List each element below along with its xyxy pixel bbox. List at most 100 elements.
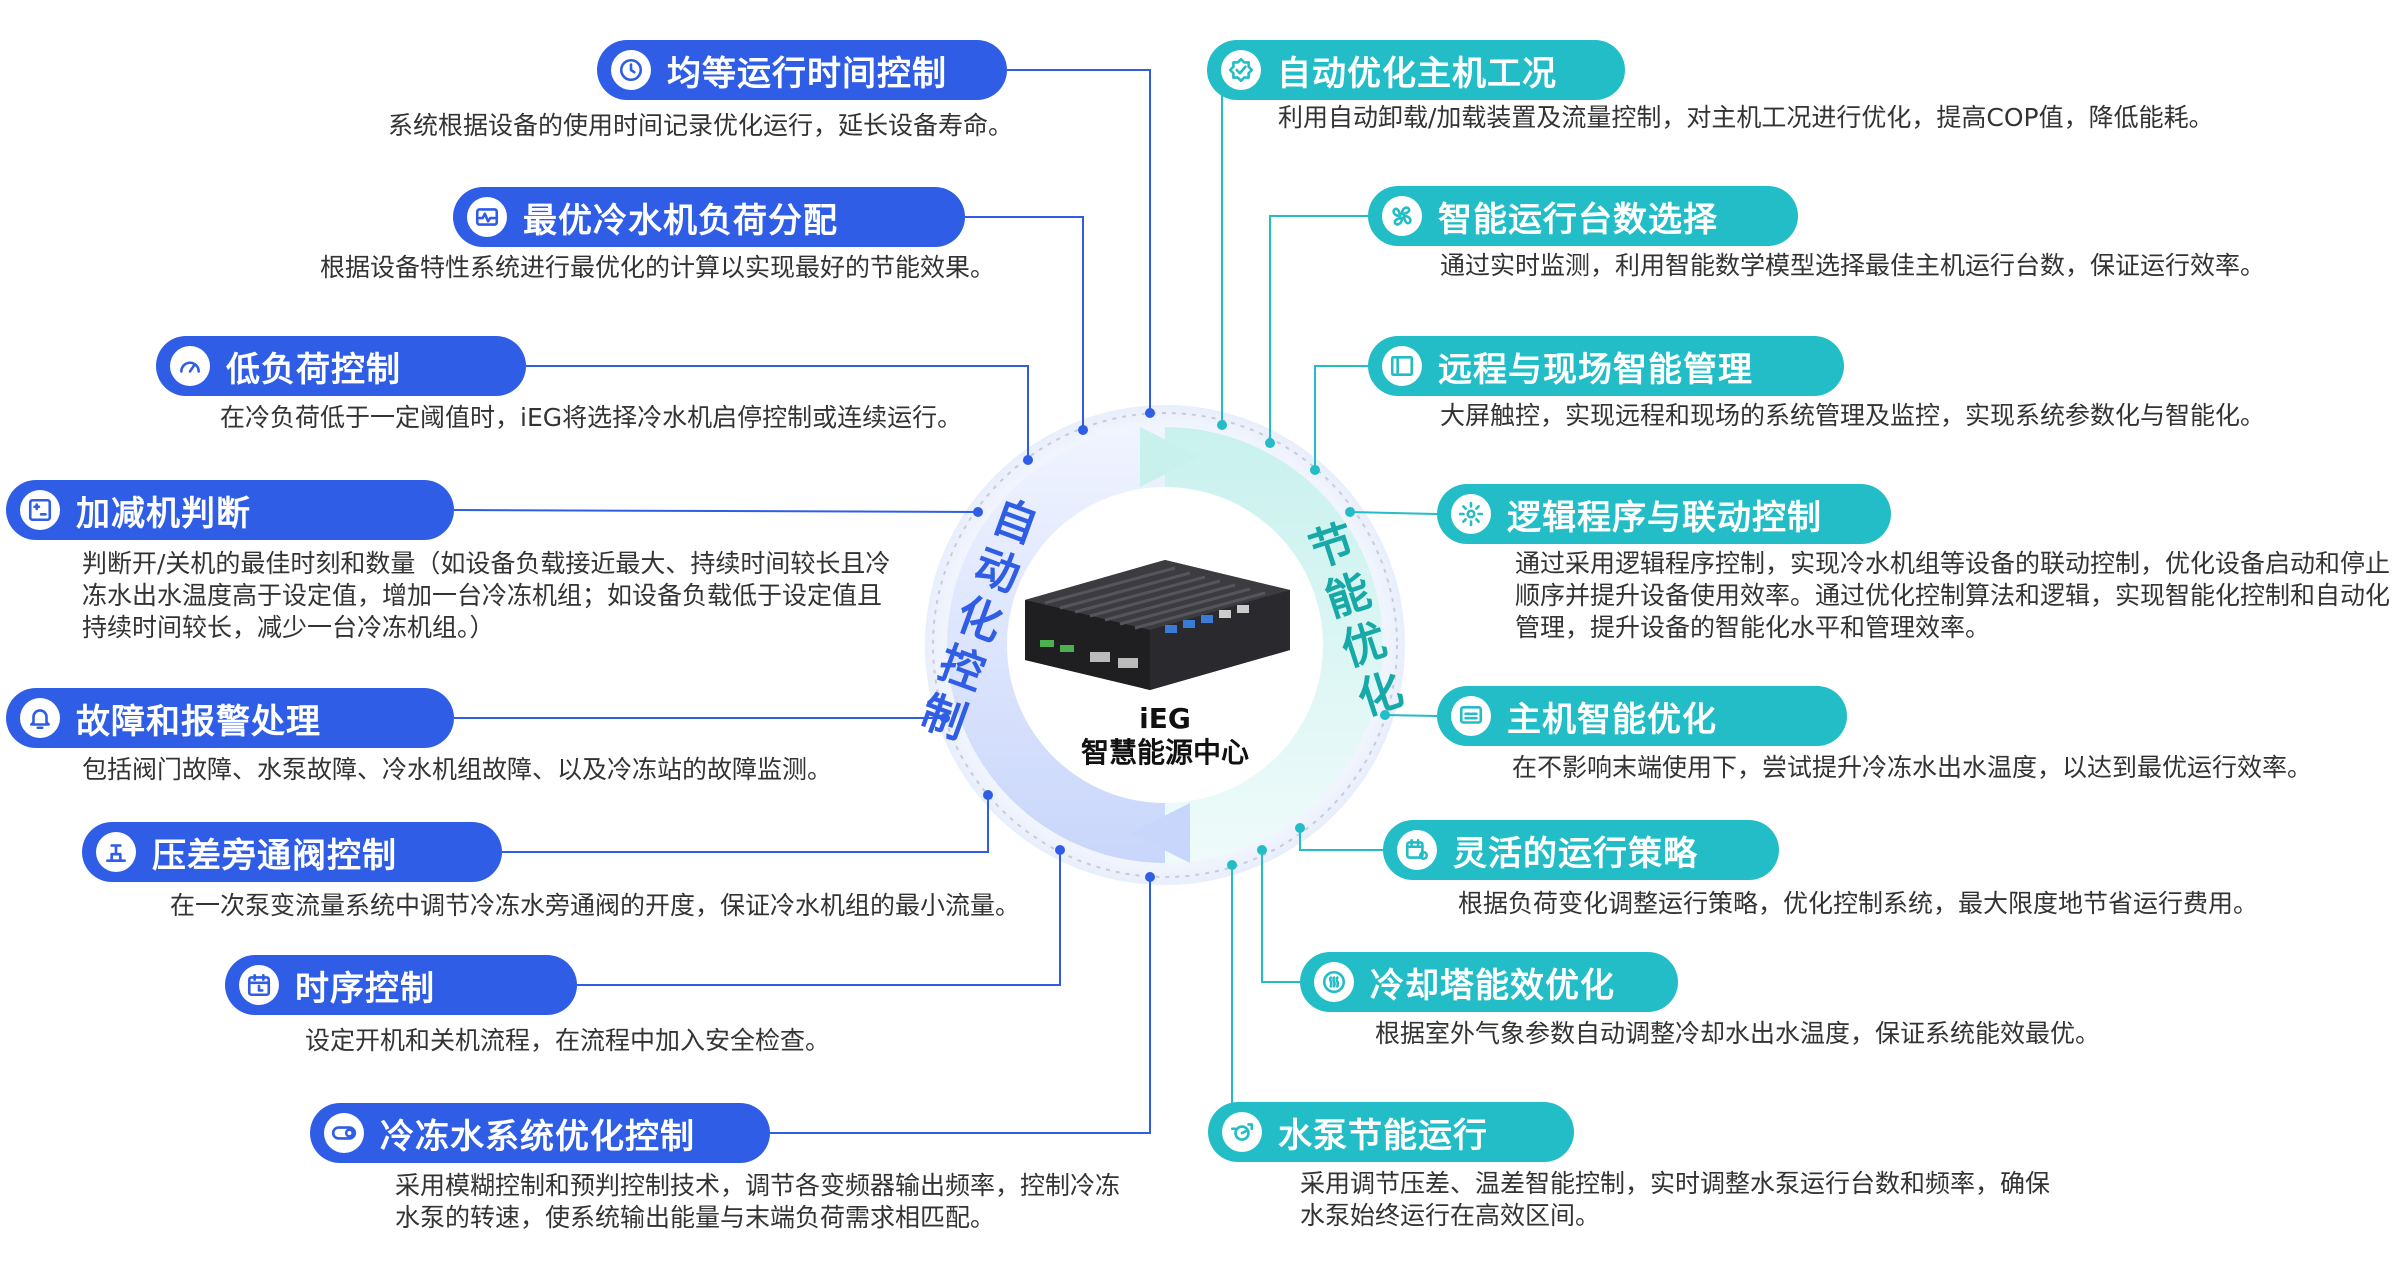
left-item-6-title: 压差旁通阀控制 xyxy=(152,835,397,876)
right-item-4-description: 通过采用逻辑程序控制，实现冷水机组等设备的联动控制，优化设备启动和停止顺序并提升… xyxy=(1515,549,2391,642)
plus-minus-icon xyxy=(20,490,60,530)
right-item-4-ring-dot xyxy=(1345,507,1355,517)
valve-icon xyxy=(96,832,136,872)
right-item-1-title: 自动优化主机工况 xyxy=(1277,53,1557,94)
right-item-3-pill: 远程与现场智能管理 xyxy=(1368,336,1844,396)
right-item-2-title: 智能运行台数选择 xyxy=(1438,199,1718,240)
chat-box-icon xyxy=(1451,696,1491,736)
center-title: iEG 智慧能源中心 xyxy=(1045,702,1285,770)
toggle-icon xyxy=(324,1113,364,1153)
left-item-8-ring-dot xyxy=(1145,872,1155,882)
left-item-6-ring-dot xyxy=(983,790,993,800)
left-item-1-title: 均等运行时间控制 xyxy=(667,53,947,94)
left-item-5-title: 故障和报警处理 xyxy=(76,701,321,742)
dotted-ring xyxy=(932,412,1398,878)
left-item-1-ring-dot xyxy=(1145,408,1155,418)
right-item-5-connector xyxy=(1384,714,1438,717)
left-item-2-title: 最优冷水机负荷分配 xyxy=(523,200,838,241)
right-item-3-description: 大屏触控，实现远程和现场的系统管理及监控，实现系统参数化与智能化。 xyxy=(1440,401,2266,430)
left-item-4-description: 判断开/关机的最佳时刻和数量（如设备负载接近最大、持续时间较长且冷冻水出水温度高… xyxy=(82,549,891,642)
right-item-5-pill: 主机智能优化 xyxy=(1437,686,1847,746)
right-item-1-pill: 自动优化主机工况 xyxy=(1207,40,1625,100)
right-item-5-description: 在不影响末端使用下，尝试提升冷冻水出水温度，以达到最优运行效率。 xyxy=(1512,753,2313,782)
right-item-6-connector xyxy=(1299,828,1383,851)
right-item-7-connector xyxy=(1261,850,1300,983)
left-item-8-pill: 冷冻水系统优化控制 xyxy=(310,1103,770,1163)
right-item-2-pill: 智能运行台数选择 xyxy=(1368,186,1798,246)
left-item-2-pill: 最优冷水机负荷分配 xyxy=(453,187,965,247)
pump-icon xyxy=(1222,1112,1262,1152)
left-item-3-ring-dot xyxy=(1023,455,1033,465)
right-item-1-description: 利用自动卸载/加载装置及流量控制，对主机工况进行优化，提高COP值，降低能耗。 xyxy=(1278,103,2214,132)
automation-arc xyxy=(947,427,1165,863)
gauge-icon xyxy=(170,346,210,386)
left-item-3-pill: 低负荷控制 xyxy=(156,336,526,396)
right-item-6-pill: 灵活的运行策略 xyxy=(1383,820,1779,880)
left-item-6-description: 在一次泵变流量系统中调节冷冻水旁通阀的开度，保证冷水机组的最小流量。 xyxy=(170,891,1021,920)
left-item-8-connector xyxy=(770,877,1151,1134)
left-item-6-connector xyxy=(502,795,989,853)
left-item-8-description: 采用模糊控制和预判控制技术，调节各变频器输出频率，控制冷冻水泵的转速，使系统输出… xyxy=(395,1171,1121,1232)
left-item-5-description: 包括阀门故障、水泵故障、冷水机组故障、以及冷冻站的故障监测。 xyxy=(82,755,833,784)
fan-icon xyxy=(1382,196,1422,236)
left-item-4-connector xyxy=(453,509,979,513)
pulse-icon xyxy=(467,197,507,237)
right-item-7-pill: 冷却塔能效优化 xyxy=(1300,952,1678,1012)
left-item-8-title: 冷冻水系统优化控制 xyxy=(380,1116,695,1157)
left-item-5-ring-dot xyxy=(940,713,950,723)
left-item-2-ring-dot xyxy=(1078,425,1088,435)
right-item-5-title: 主机智能优化 xyxy=(1507,699,1717,740)
clock-icon xyxy=(611,50,651,90)
arc-arrow-top xyxy=(1140,427,1200,487)
right-item-7-ring-dot xyxy=(1257,845,1267,855)
right-item-7-title: 冷却塔能效优化 xyxy=(1370,965,1615,1006)
right-item-1-ring-dot xyxy=(1217,420,1227,430)
right-item-2-connector xyxy=(1269,215,1368,443)
alarm-bell-icon xyxy=(20,698,60,738)
ieg-device-image xyxy=(1025,560,1290,690)
center-title-line1: iEG xyxy=(1139,702,1191,735)
left-item-7-pill: 时序控制 xyxy=(225,955,577,1015)
left-item-4-ring-dot xyxy=(973,507,983,517)
right-item-8-ring-dot xyxy=(1227,860,1237,870)
center-title-line2: 智慧能源中心 xyxy=(1080,736,1249,769)
right-item-6-ring-dot xyxy=(1295,823,1305,833)
right-item-8-connector xyxy=(1208,865,1233,1133)
left-item-4-pill: 加减机判断 xyxy=(6,480,454,540)
right-item-2-description: 通过实时监测，利用智能数学模型选择最佳主机运行台数，保证运行效率。 xyxy=(1440,251,2266,280)
left-item-5-pill: 故障和报警处理 xyxy=(6,688,454,748)
right-item-8-pill: 水泵节能运行 xyxy=(1208,1102,1574,1162)
left-item-7-ring-dot xyxy=(1055,845,1065,855)
right-item-6-title: 灵活的运行策略 xyxy=(1453,833,1698,874)
left-item-6-pill: 压差旁通阀控制 xyxy=(82,822,502,882)
right-item-5-ring-dot xyxy=(1380,710,1390,720)
right-item-3-ring-dot xyxy=(1310,465,1320,475)
arc-arrow-bottom xyxy=(1130,803,1190,863)
gear-icon xyxy=(1451,494,1491,534)
right-item-3-connector xyxy=(1314,365,1368,470)
right-item-8-description: 采用调节压差、温差智能控制，实时调整水泵运行台数和频率，确保水泵始终运行在高效区… xyxy=(1300,1169,2051,1230)
right-item-4-connector xyxy=(1349,511,1438,515)
right-item-4-pill: 逻辑程序与联动控制 xyxy=(1437,484,1891,544)
right-item-7-description: 根据室外气象参数自动调整冷却水出水温度，保证系统能效最优。 xyxy=(1375,1019,2101,1048)
schedule-icon xyxy=(239,965,279,1005)
right-item-4-title: 逻辑程序与联动控制 xyxy=(1507,497,1822,538)
left-item-2-description: 根据设备特性系统进行最优化的计算以实现最好的节能效果。 xyxy=(320,253,996,282)
left-item-7-description: 设定开机和关机流程，在流程中加入安全检查。 xyxy=(305,1026,831,1055)
left-item-7-connector xyxy=(577,850,1061,986)
left-item-4-title: 加减机判断 xyxy=(76,493,251,534)
left-item-2-connector xyxy=(965,216,1084,430)
energy-saving-arc xyxy=(1165,427,1383,863)
left-item-1-pill: 均等运行时间控制 xyxy=(597,40,1007,100)
left-item-1-description: 系统根据设备的使用时间记录优化运行，延长设备寿命。 xyxy=(388,111,1014,140)
left-item-3-connector xyxy=(526,365,1029,460)
calendar-settings-icon xyxy=(1397,830,1437,870)
left-item-7-title: 时序控制 xyxy=(295,968,435,1009)
left-item-3-title: 低负荷控制 xyxy=(226,349,401,390)
right-item-6-description: 根据负荷变化调整运行策略，优化控制系统，最大限度地节省运行费用。 xyxy=(1458,889,2259,918)
verified-badge-icon xyxy=(1221,50,1261,90)
right-item-1-connector xyxy=(1207,69,1223,425)
right-item-3-title: 远程与现场智能管理 xyxy=(1438,349,1753,390)
right-item-8-title: 水泵节能运行 xyxy=(1278,1115,1488,1156)
